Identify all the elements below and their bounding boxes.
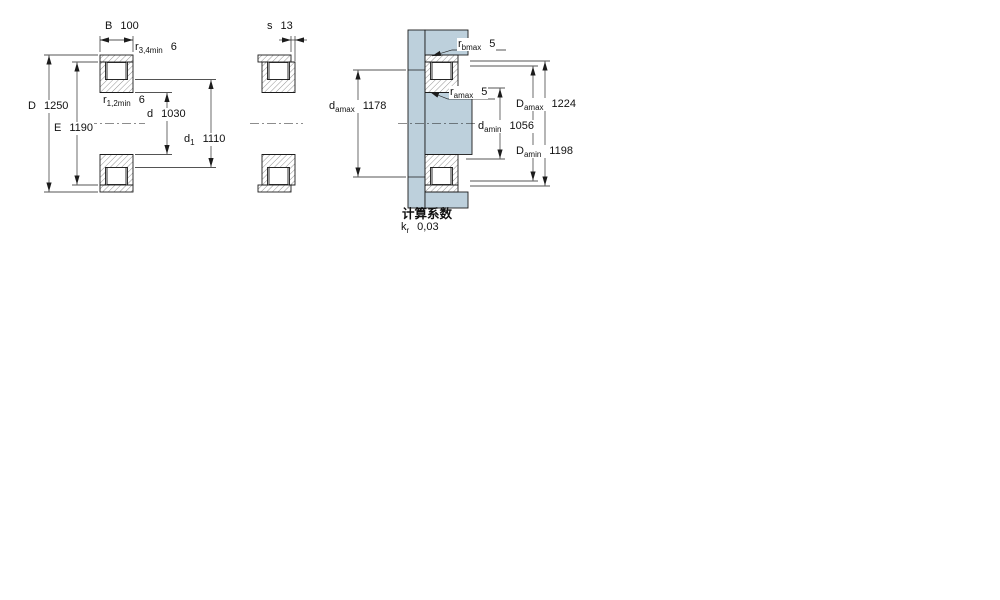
- extension-lines-Damin: [470, 65, 538, 182]
- extension-lines-E: [72, 61, 98, 186]
- extension-lines-B: [99, 36, 134, 52]
- middle-view-cross-section: [250, 36, 307, 193]
- roller-section: [431, 167, 452, 185]
- inner-ring-section: [424, 61, 459, 93]
- roller-section: [106, 167, 127, 185]
- shoulder-step-lines: [408, 69, 425, 178]
- outer-ring-section: [257, 54, 292, 63]
- inner-ring-section: [261, 61, 296, 93]
- roller-section: [268, 62, 289, 80]
- left-view-cross-section: [44, 36, 216, 193]
- outer-ring-section: [99, 184, 134, 193]
- extension-lines-D: [44, 54, 98, 193]
- extension-lines-Damax: [470, 60, 550, 187]
- roller-section: [106, 62, 127, 80]
- inner-ring-section: [99, 61, 134, 93]
- calc-factors-heading: 计算系数: [402, 207, 453, 221]
- extension-lines-d: [135, 92, 172, 155]
- right-view-mounted: [353, 29, 550, 209]
- outer-ring-section: [424, 184, 459, 193]
- outer-ring-section: [424, 54, 459, 63]
- outer-ring-section: [257, 184, 292, 193]
- extension-lines-d1: [135, 79, 216, 168]
- leader-ramax: [429, 91, 495, 100]
- roller-section: [268, 167, 289, 185]
- roller-section: [431, 62, 452, 80]
- abutment-shoulder: [407, 29, 426, 209]
- outer-ring-section: [99, 54, 134, 63]
- extension-lines-damax: [353, 69, 406, 178]
